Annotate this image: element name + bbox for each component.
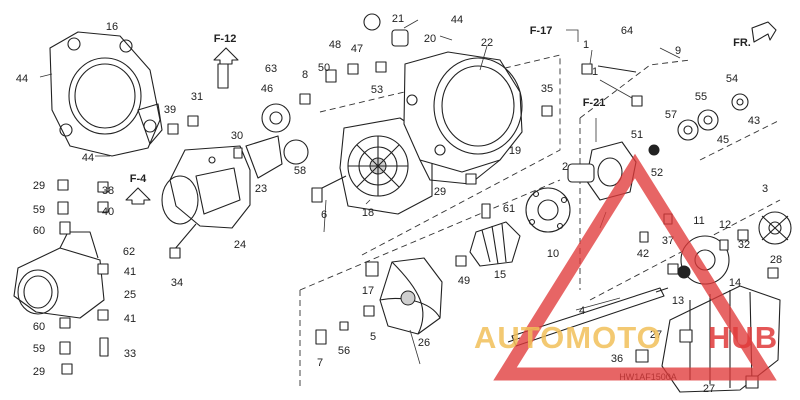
part-number: 43 <box>748 115 760 127</box>
part-number: 27 <box>650 329 662 341</box>
part-number: 37 <box>662 235 674 247</box>
direction-label: FR. <box>733 37 751 49</box>
part-number: 28 <box>770 254 782 266</box>
part-number: 29 <box>434 186 446 198</box>
watermark-logo: AUTOMOTO HUB <box>474 153 778 381</box>
part-number: 3 <box>762 183 768 195</box>
part-number: 56 <box>338 345 350 357</box>
watermark-text: HUB <box>708 320 778 355</box>
part-number: 52 <box>651 167 663 179</box>
part-number: 11 <box>693 215 704 227</box>
part-number: 59 <box>33 204 45 216</box>
part-number: 63 <box>265 63 277 75</box>
part-number: 44 <box>16 73 28 85</box>
part-number: 1 <box>592 66 598 78</box>
part-3-coupler <box>758 211 792 245</box>
part-number: 13 <box>672 295 684 307</box>
part-number: 60 <box>33 225 45 237</box>
part-number: 26 <box>418 337 430 349</box>
small-bearings <box>261 13 749 156</box>
part-number: 53 <box>371 84 383 96</box>
part-number: 35 <box>541 83 553 95</box>
part-number: 49 <box>458 275 470 287</box>
part-number: 47 <box>351 43 363 55</box>
part-number: 58 <box>294 165 306 177</box>
part-23-cover <box>245 135 309 179</box>
part-number: 22 <box>481 37 493 49</box>
part-number: 16 <box>106 21 118 33</box>
watermark-text: AUTOMOTO <box>474 320 662 355</box>
part-number: 30 <box>231 130 243 142</box>
part-number: 59 <box>33 343 45 355</box>
part-number: 15 <box>494 269 506 281</box>
part-number: 55 <box>695 91 707 103</box>
part-number: 40 <box>102 206 114 218</box>
reference-label: F-17 <box>530 25 553 37</box>
part-number: 38 <box>102 185 114 197</box>
part-number: 62 <box>123 246 135 258</box>
part-number: 33 <box>124 348 136 360</box>
part-number: 36 <box>611 353 623 365</box>
part-25-steering-nozzle <box>13 231 105 319</box>
part-number: 7 <box>317 357 323 369</box>
part-number: 17 <box>362 285 374 297</box>
part-4-driveshaft <box>507 287 669 347</box>
part-number: 4 <box>579 305 585 317</box>
part-number: 44 <box>82 152 94 164</box>
part-number: 20 <box>424 33 436 45</box>
part-15-driveshaft-boot <box>469 221 521 267</box>
part-19-pump-housing <box>403 51 523 185</box>
part-number: 23 <box>255 183 267 195</box>
part-number: 64 <box>621 25 633 37</box>
part-number: 29 <box>33 180 45 192</box>
part-number: 61 <box>503 203 515 215</box>
part-number-callouts: 1 1 2 3 4 5 6 7 8 9 10 11 12 13 14 15 16… <box>16 13 782 395</box>
fasteners <box>57 61 779 389</box>
part-number: 9 <box>675 45 681 57</box>
part-number: 46 <box>261 83 273 95</box>
part-number: 27 <box>703 383 715 395</box>
part-number: 2 <box>562 161 568 173</box>
part-number: 42 <box>637 248 649 260</box>
part-number: 8 <box>302 69 308 81</box>
part-number: 45 <box>717 134 729 146</box>
part-number: 60 <box>33 321 45 333</box>
part-number: 29 <box>33 366 45 378</box>
part-number: 1 <box>583 39 589 51</box>
part-number: 41 <box>124 313 136 325</box>
part-number: 50 <box>318 62 330 74</box>
part-number: 44 <box>451 14 463 26</box>
part-10-flange <box>525 187 571 233</box>
part-number: 12 <box>719 219 731 231</box>
part-number: 41 <box>124 266 136 278</box>
part-number: 39 <box>164 104 176 116</box>
part-number: 32 <box>738 239 750 251</box>
part-number: 25 <box>124 289 136 301</box>
reference-label: F-4 <box>130 173 147 185</box>
part-26-impeller <box>379 257 443 335</box>
part-24-nozzle-housing <box>161 145 251 229</box>
reference-label: F-12 <box>214 33 237 45</box>
reference-arrows <box>125 21 777 205</box>
part-number: 19 <box>509 145 521 157</box>
reference-label: F-21 <box>583 97 606 109</box>
part-number: 57 <box>665 109 677 121</box>
reference-labels: F-12 F-4 F-17 F-21 FR. <box>130 25 751 185</box>
part-number: 31 <box>191 91 203 103</box>
part-number: 54 <box>726 73 738 85</box>
part-number: 18 <box>362 207 374 219</box>
part-16-mount-plate <box>49 31 163 157</box>
part-number: 21 <box>392 13 404 25</box>
part-number: 51 <box>631 129 643 141</box>
part-number: 34 <box>171 277 183 289</box>
part-number: 10 <box>547 248 559 260</box>
part-number: 5 <box>370 331 376 343</box>
part-number: 24 <box>234 239 246 251</box>
part-number: 14 <box>729 277 741 289</box>
part-number: 6 <box>321 209 327 221</box>
part-number: 48 <box>329 39 341 51</box>
